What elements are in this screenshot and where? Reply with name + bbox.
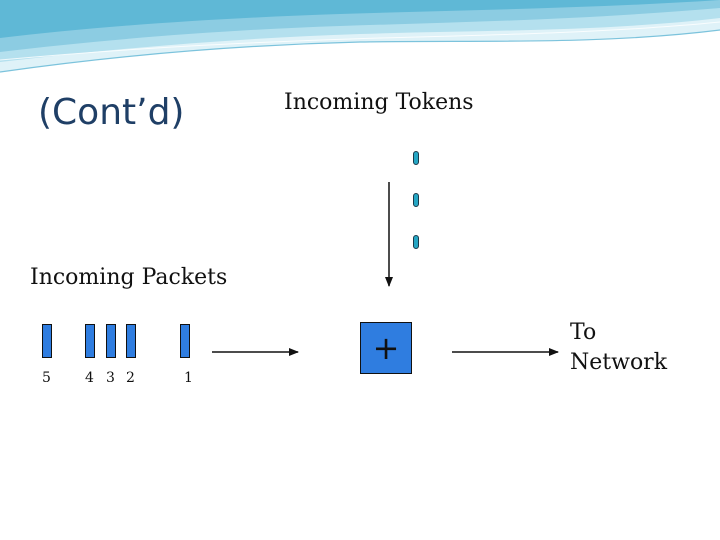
token-icon	[413, 193, 419, 207]
token-icon	[413, 235, 419, 249]
token-icon	[413, 151, 419, 165]
bucket-plus-symbol: +	[372, 329, 400, 367]
header-wave-decoration	[0, 0, 720, 73]
packet-number: 2	[126, 370, 135, 386]
packet-number: 4	[85, 370, 94, 386]
token-bucket: +	[360, 322, 412, 374]
packet-number: 1	[184, 370, 193, 386]
packet-number: 3	[106, 370, 115, 386]
to-network-line-2: Network	[570, 350, 668, 375]
packet-5	[42, 324, 52, 358]
incoming-packets-label: Incoming Packets	[30, 265, 228, 290]
packet-3	[106, 324, 116, 358]
packet-number: 5	[42, 370, 51, 386]
packet-4	[85, 324, 95, 358]
packet-2	[126, 324, 136, 358]
to-network-label: To Network	[570, 318, 667, 378]
to-network-line-1: To	[570, 320, 597, 345]
packet-1	[180, 324, 190, 358]
slide-title: (Cont’d)	[38, 92, 185, 133]
incoming-tokens-label: Incoming Tokens	[284, 90, 474, 115]
